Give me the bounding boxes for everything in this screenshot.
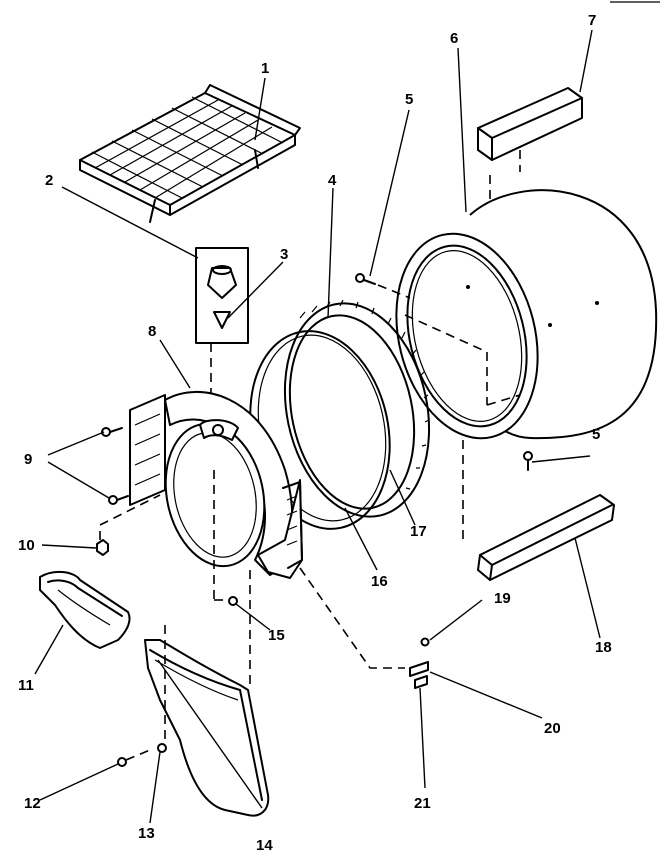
- callout-10: 10: [18, 537, 35, 554]
- callout-8: 8: [148, 323, 156, 340]
- callout-19: 19: [494, 590, 511, 607]
- bulkhead-screws-icon: [101, 427, 129, 505]
- callout-16: 16: [371, 573, 388, 590]
- callout-17: 17: [410, 523, 427, 540]
- callout-labels: 1 2 3 4 5 6 7 8 9 10 11 12 13 14 15 16 1…: [18, 12, 612, 854]
- callout-20: 20: [544, 720, 561, 737]
- callout-5-upper: 5: [405, 91, 413, 108]
- wire-shelf-rack-icon: [79, 84, 301, 223]
- clip-icon: [299, 567, 430, 689]
- callout-11: 11: [18, 677, 34, 694]
- callout-5-lower: 5: [592, 426, 600, 443]
- front-bulkhead-icon: [129, 391, 303, 579]
- drum-icon: [395, 189, 658, 540]
- lint-filter-trap-icon: [39, 570, 131, 649]
- callout-2: 2: [45, 172, 53, 189]
- callout-14: 14: [256, 837, 273, 854]
- callout-4: 4: [328, 172, 337, 189]
- nut-icon: [96, 494, 161, 556]
- rear-baffle-icon: [477, 494, 615, 581]
- leader-lines: [34, 29, 601, 824]
- callout-15: 15: [268, 627, 285, 644]
- callout-6: 6: [450, 30, 458, 47]
- callout-18: 18: [595, 639, 612, 656]
- callout-3: 3: [280, 246, 288, 263]
- callout-21: 21: [414, 795, 431, 812]
- callout-1: 1: [261, 60, 269, 77]
- screw-icon: [355, 273, 533, 471]
- callout-12: 12: [24, 795, 41, 812]
- exhaust-duct-icon: [144, 570, 270, 817]
- callout-13: 13: [138, 825, 155, 842]
- screw-icon: [117, 470, 238, 767]
- callout-7: 7: [588, 12, 596, 29]
- callout-9: 9: [24, 451, 32, 468]
